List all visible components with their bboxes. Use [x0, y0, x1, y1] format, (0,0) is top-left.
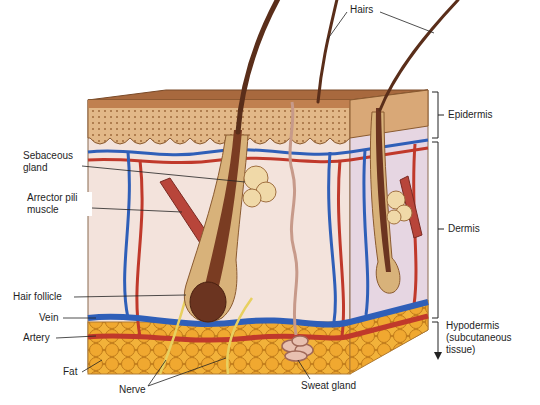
part-label: Hypodermis (subcutaneous tissue) [445, 320, 531, 356]
layer-bracket [432, 92, 438, 138]
artery [88, 316, 428, 340]
leader-line [148, 360, 166, 386]
leader-line [380, 12, 434, 33]
vein [88, 302, 428, 325]
hair-bulb [190, 282, 226, 322]
layer-arrowhead [434, 352, 442, 360]
part-label: Vein [38, 312, 59, 324]
leader-line [148, 358, 226, 386]
hair-shaft [238, 0, 280, 132]
part-label: Hair follicle [12, 291, 63, 303]
leader-line [56, 336, 96, 338]
vein [125, 152, 130, 318]
part-label: Arrector pili muscle [26, 192, 92, 216]
artery [137, 160, 142, 337]
leader-line [82, 166, 245, 182]
hair-root [376, 108, 391, 272]
hair-root [204, 130, 242, 298]
part-label: Sweat gland [300, 380, 357, 392]
part-label: Fat [62, 366, 78, 378]
stratum-corneum [88, 100, 350, 108]
part-label: Dermis [447, 223, 481, 235]
part-label: Artery [22, 332, 51, 344]
sweat-gland [292, 336, 308, 346]
part-label: Sebaceous gland [22, 150, 82, 174]
leader-line [298, 360, 310, 379]
part-label: Nerve [118, 384, 147, 396]
part-label: Epidermis [447, 109, 493, 121]
layer-bracket [438, 115, 444, 116]
vein [364, 150, 368, 315]
nerve [227, 298, 252, 374]
artery [338, 160, 343, 336]
leader-line [82, 360, 102, 372]
nerve [160, 290, 188, 374]
sebaceous-gland [387, 210, 401, 224]
hair-shaft [380, 0, 458, 110]
layer-arrow [432, 322, 438, 352]
leader-line [327, 12, 347, 40]
epidermis-front [88, 100, 350, 144]
part-label: Hairs [349, 4, 374, 16]
layer-bracket [432, 142, 438, 318]
fat-layer [88, 322, 350, 374]
sweat-duct [290, 102, 297, 335]
layer-bracket [438, 229, 444, 230]
hair-shaft [318, 0, 338, 102]
sweat-gland [285, 351, 307, 361]
vein [329, 152, 336, 322]
sebaceous-gland [243, 189, 261, 207]
epidermis-side [350, 90, 428, 138]
leader-line [63, 318, 96, 319]
leader-line [74, 295, 186, 297]
leader-line [92, 208, 182, 212]
